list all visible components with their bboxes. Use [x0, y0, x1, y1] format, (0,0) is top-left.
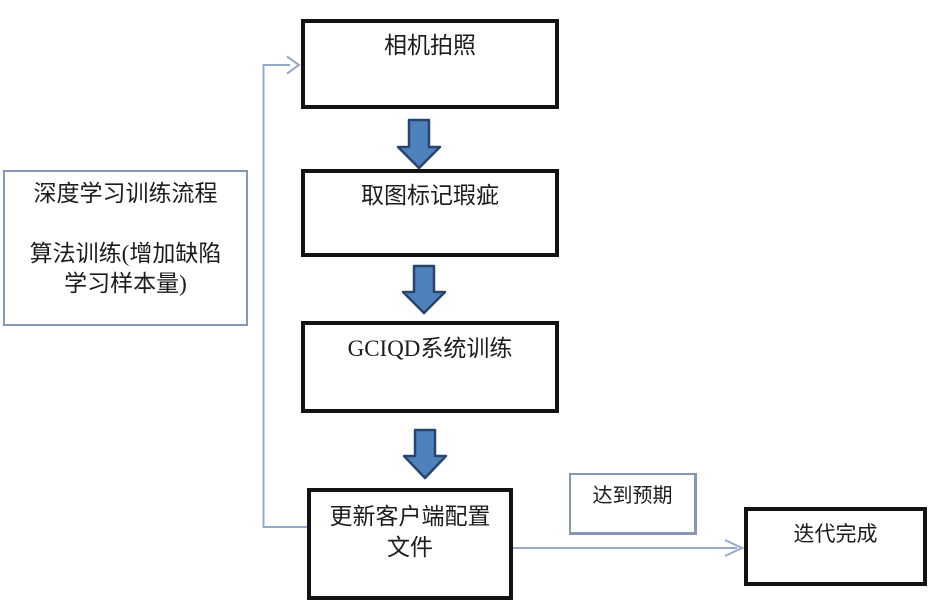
flow-node-camera-capture: 相机拍照: [301, 19, 559, 109]
flow-node-gciqd-training: GCIQD系统训练: [301, 321, 559, 413]
feedback-connector-line: [262, 64, 309, 528]
edge-label-text: 达到预期: [592, 485, 673, 507]
flow-node-label: 取图标记瑕疵: [361, 183, 499, 208]
edge-label-expected: 达到预期: [569, 473, 697, 535]
flow-node-label: GCIQD系统训练: [347, 336, 513, 361]
down-block-arrow-icon: [396, 118, 442, 170]
feedback-chevron-right-icon: [286, 55, 301, 75]
flow-node-mark-defects: 取图标记瑕疵: [301, 169, 559, 257]
flow-node-label: 相机拍照: [384, 33, 476, 58]
flow-node-label: 迭代完成: [793, 522, 878, 546]
flow-node-update-client-config: 更新客户端配置 文件: [307, 488, 513, 600]
done-chevron-right-icon: [724, 539, 745, 557]
note-box-training-process: 深度学习训练流程 算法训练(增加缺陷 学习样本量): [3, 170, 248, 326]
down-block-arrow-icon: [401, 264, 447, 315]
flow-node-iteration-done: 迭代完成: [744, 507, 927, 586]
down-block-arrow-icon: [402, 428, 448, 480]
flow-node-label: 更新客户端配置 文件: [329, 504, 491, 560]
note-box-text: 深度学习训练流程 算法训练(增加缺陷 学习样本量): [29, 181, 222, 296]
